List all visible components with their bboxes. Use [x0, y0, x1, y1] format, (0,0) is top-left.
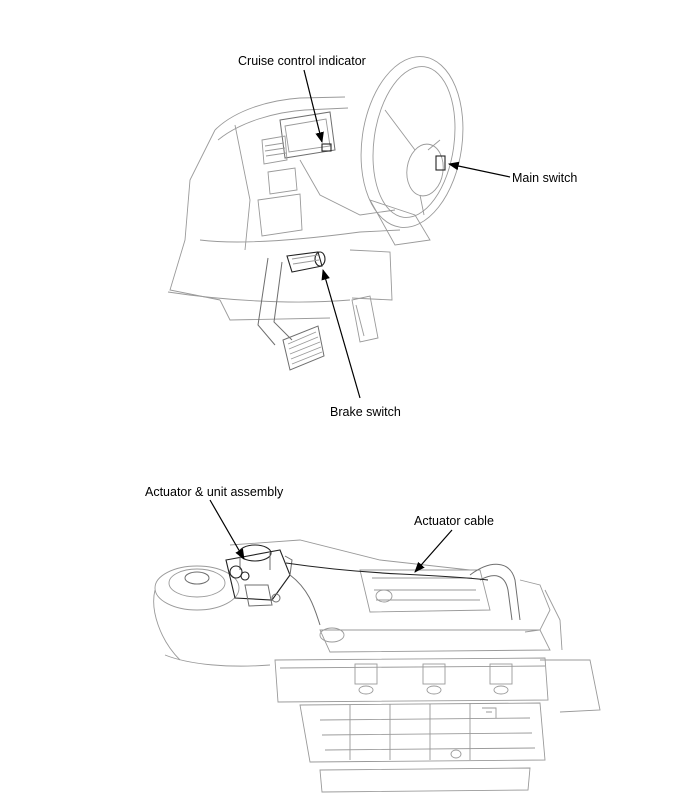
actuator-cable-label: Actuator cable	[414, 514, 494, 528]
main-switch-label: Main switch	[512, 171, 577, 185]
brake-pedal	[257, 251, 379, 371]
cruise-indicator-label: Cruise control indicator	[238, 54, 366, 68]
top-leaders	[303, 69, 511, 399]
engine-bay-illustration	[153, 539, 601, 793]
bottom-leaders	[209, 499, 453, 573]
cruise-indicator-lamp	[321, 143, 332, 152]
steering-wheel	[360, 56, 464, 228]
actuator-cable	[285, 562, 489, 626]
actuator-unit-assembly	[225, 544, 293, 607]
main-switch-leader	[447, 161, 511, 178]
actuator-unit-label: Actuator & unit assembly	[145, 485, 284, 499]
actuator-cable-leader	[414, 529, 453, 573]
dashboard-illustration	[167, 96, 431, 321]
actuator-unit-leader	[209, 499, 245, 560]
brake-switch-label: Brake switch	[330, 405, 401, 419]
main-switch-button	[435, 155, 446, 171]
cruise-indicator-leader	[303, 69, 324, 144]
brake-switch-leader	[321, 268, 361, 399]
